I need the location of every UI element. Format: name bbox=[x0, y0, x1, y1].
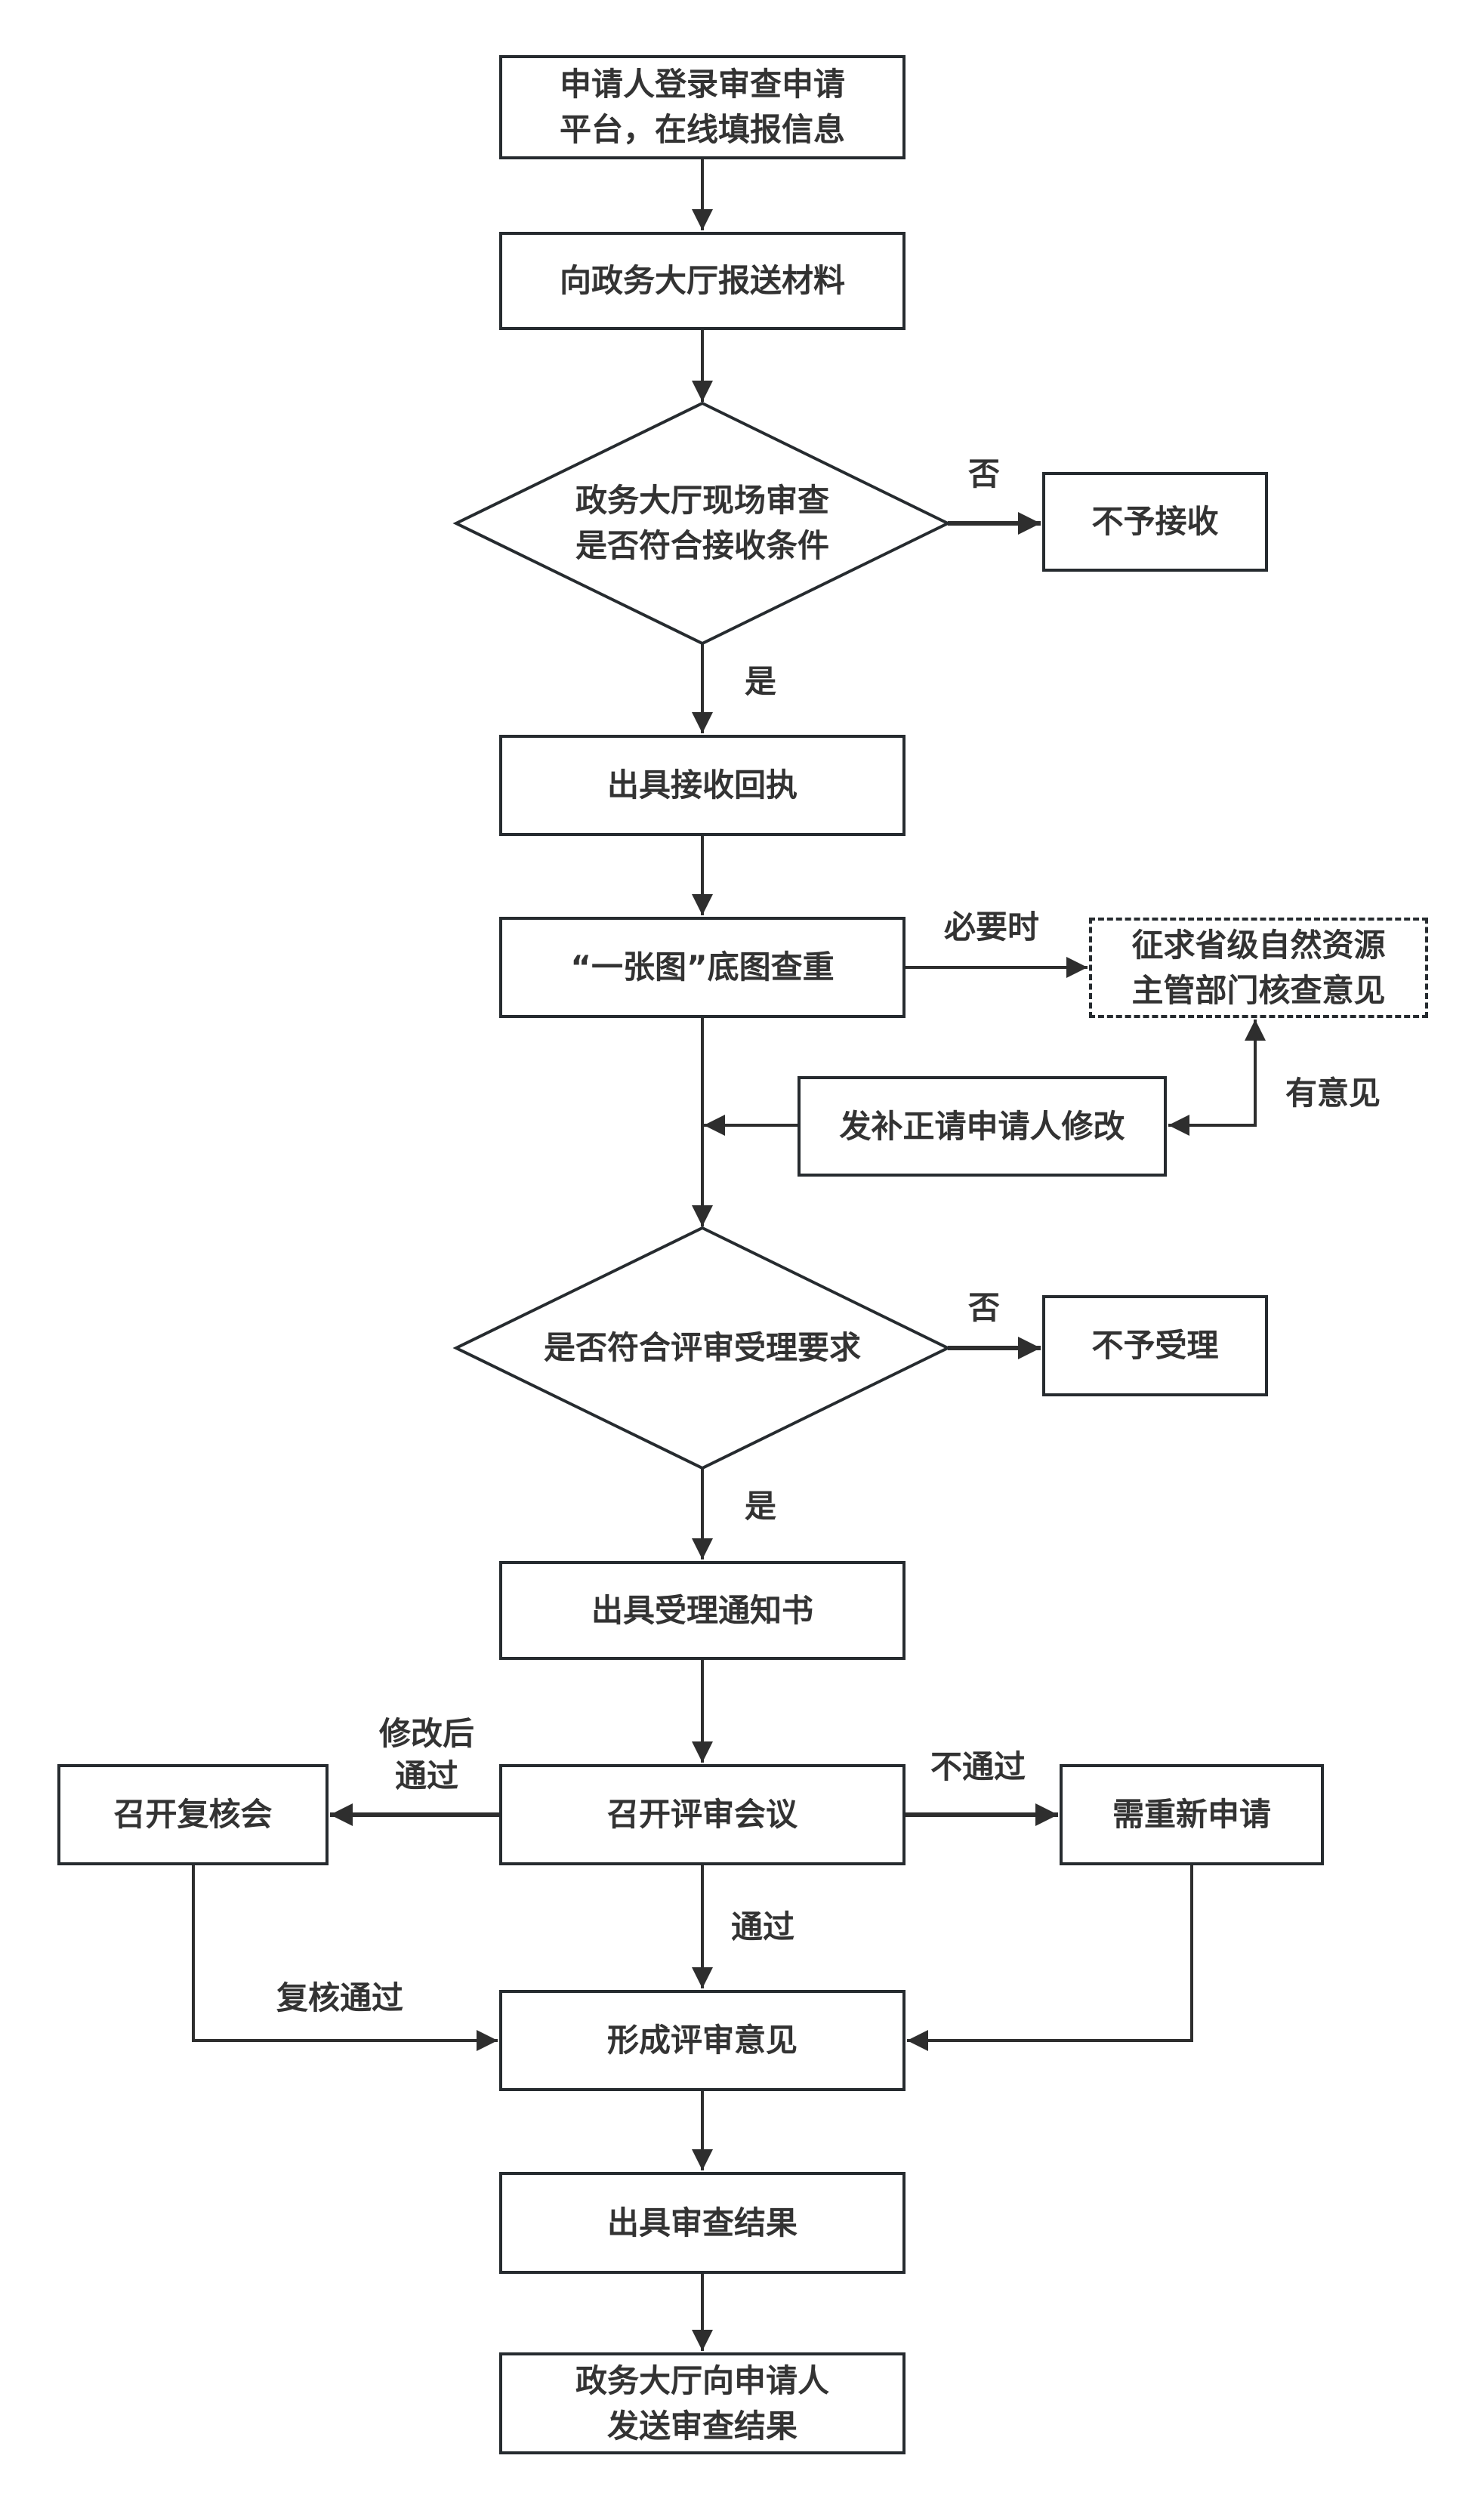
edge-consult-amend bbox=[1168, 1020, 1266, 1136]
edge-label-recheck-pass: 复核通过 bbox=[276, 1979, 403, 2016]
decision-check-review-shape bbox=[452, 1226, 952, 1470]
edge-label-yes-2: 是 bbox=[744, 1488, 776, 1525]
node-reject-receive: 不予接收 bbox=[1042, 472, 1268, 572]
decision-check-accept-label: 政务大厅现场审查 是否符合接收条件 bbox=[575, 482, 829, 564]
node-consult: 征求省级自然资源 主管部门核查意见 bbox=[1089, 918, 1428, 1018]
edge-label-no-2: 否 bbox=[967, 1289, 1000, 1326]
node-dedupe: “一张图”底图查重 bbox=[499, 917, 906, 1018]
node-reject-review: 不予受理 bbox=[1042, 1295, 1268, 1396]
edge-reapply-opinion bbox=[907, 1865, 1193, 2051]
node-receipt: 出具接收回执 bbox=[499, 735, 906, 836]
node-notice: 出具受理通知书 bbox=[499, 1561, 906, 1660]
node-amend: 发补正请申请人修改 bbox=[798, 1076, 1167, 1177]
decision-check-accept-shape bbox=[452, 401, 952, 646]
edge-recheck-opinion bbox=[192, 1865, 498, 2051]
edge-label-yes-1: 是 bbox=[744, 663, 776, 700]
node-recheck: 召开复核会 bbox=[57, 1764, 329, 1865]
edge-label-pass: 通过 bbox=[730, 1908, 794, 1945]
edge-label-fail: 不通过 bbox=[930, 1748, 1026, 1785]
node-meeting: 召开评审会议 bbox=[499, 1764, 906, 1865]
node-result: 出具审查结果 bbox=[499, 2172, 906, 2274]
node-submit: 向政务大厅报送材料 bbox=[499, 232, 906, 330]
node-send: 政务大厅向申请人 发送审查结果 bbox=[499, 2352, 906, 2454]
edge-label-pass-after-modify: 修改后 通过 bbox=[378, 1715, 474, 1794]
edge-label-when-needed: 必要时 bbox=[943, 908, 1039, 945]
decision-check-review-label: 是否符合评审受理要求 bbox=[543, 1329, 861, 1366]
node-reapply: 需重新申请 bbox=[1060, 1764, 1324, 1865]
edge-label-has-opinion: 有意见 bbox=[1285, 1075, 1381, 1112]
node-login: 申请人登录审查申请 平台，在线填报信息 bbox=[499, 55, 906, 159]
edge-label-no-1: 否 bbox=[967, 455, 1000, 492]
node-opinion: 形成评审意见 bbox=[499, 1990, 906, 2091]
